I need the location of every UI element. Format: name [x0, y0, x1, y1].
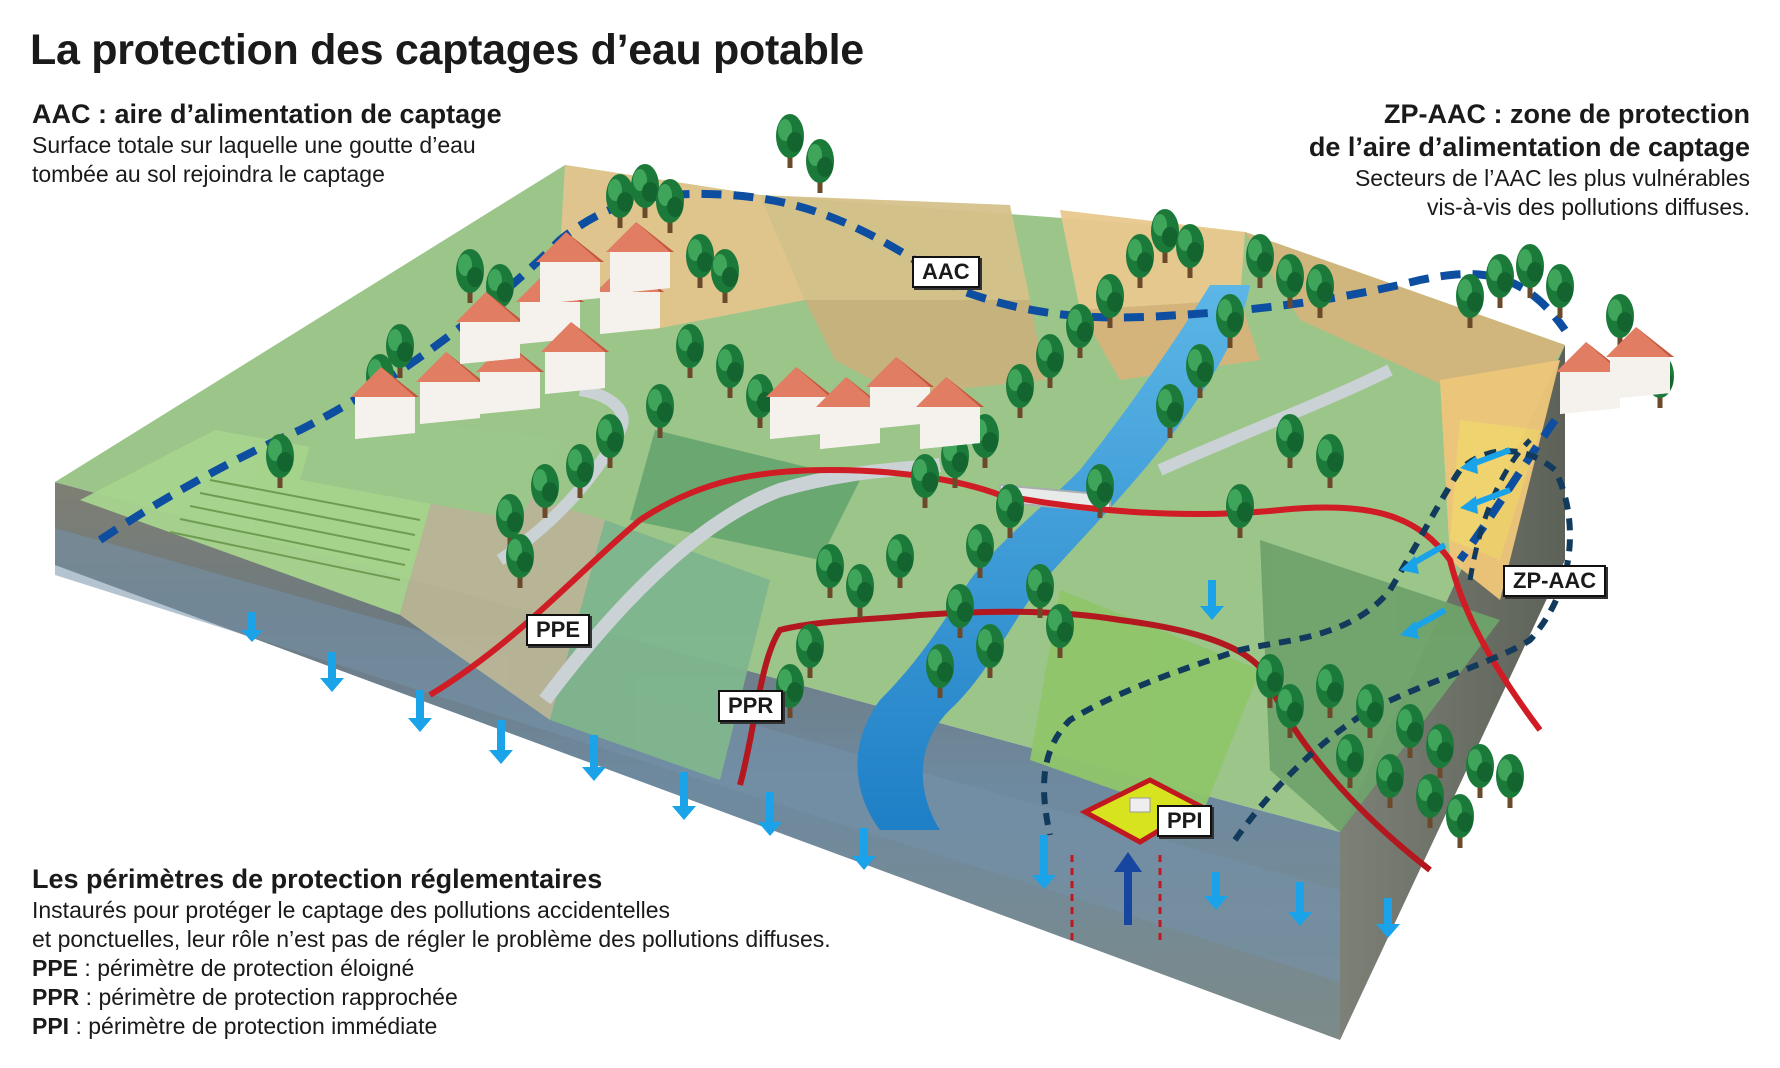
- aac-description-line: Surface totale sur laquelle une goutte d…: [32, 132, 476, 158]
- ppe-map-label: PPE: [526, 614, 591, 646]
- vineyard-stripes: [169, 479, 421, 581]
- river: [857, 285, 1250, 830]
- perimetres-heading: Les périmètres de protection réglementai…: [32, 864, 603, 894]
- aac-legend: AAC : aire d’alimentation de captage Sur…: [32, 98, 502, 189]
- zp-aac-boundary-line: [1041, 448, 1573, 842]
- ppi-definition: : périmètre de protection immédiate: [69, 1013, 438, 1039]
- zp-aac-description-line: vis-à-vis des pollutions diffuses.: [1427, 194, 1750, 220]
- aac-description-line: tombée au sol rejoindra le captage: [32, 161, 385, 187]
- ppe-definition: : périmètre de protection éloigné: [78, 955, 415, 981]
- ppi-abbr: PPI: [32, 1013, 70, 1039]
- ppr-map-label: PPR: [718, 690, 784, 722]
- aac-map-label: AAC: [912, 256, 980, 288]
- zp-aac-description-line: Secteurs de l’AAC les plus vulnérables: [1354, 165, 1750, 191]
- perimetres-legend: Les périmètres de protection réglementai…: [32, 862, 831, 1041]
- zp-aac-heading: ZP-AAC : zone de protection: [1384, 99, 1750, 129]
- ppr-abbr: PPR: [32, 984, 80, 1010]
- ppe-abbr: PPE: [32, 955, 79, 981]
- zp-aac-heading: de l’aire d’alimentation de captage: [1308, 132, 1750, 162]
- runoff-arrow-heads: [1400, 456, 1478, 639]
- zp-aac-map-label: ZP-AAC: [1503, 565, 1607, 597]
- ppi-map-label: PPI: [1157, 805, 1213, 837]
- ppr-legend-item: PPR : périmètre de protection rapprochée: [32, 983, 831, 1012]
- perimetres-description-line: et ponctuelles, leur rôle n’est pas de r…: [32, 926, 831, 952]
- ppr-definition: : périmètre de protection rapprochée: [79, 984, 458, 1010]
- perimetres-description-line: Instaurés pour protéger le captage des p…: [32, 897, 671, 923]
- aac-boundary-line: [97, 189, 1569, 544]
- aac-heading: AAC : aire d’alimentation de captage: [32, 99, 502, 129]
- ppe-legend-item: PPE : périmètre de protection éloigné: [32, 954, 831, 983]
- zp-aac-legend: ZP-AAC : zone de protection de l’aire d’…: [1309, 98, 1750, 222]
- infiltration-arrows: [241, 580, 1400, 938]
- ppi-legend-item: PPI : périmètre de protection immédiate: [32, 1012, 831, 1041]
- page-title: La protection des captages d’eau potable: [30, 26, 864, 74]
